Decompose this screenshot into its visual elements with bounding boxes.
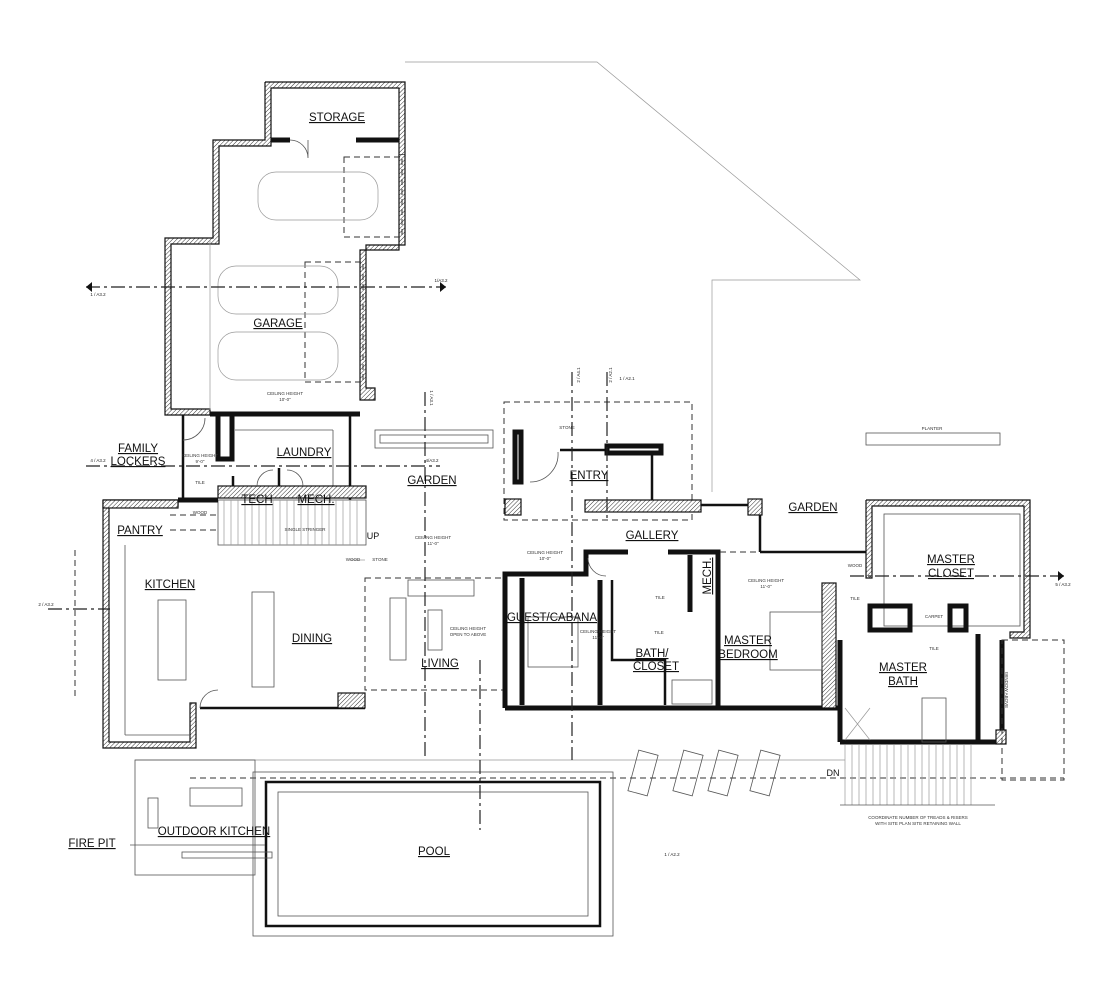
floor-material-label: WOOD bbox=[193, 510, 208, 515]
ceiling-height-notes: CEILING HEIGHT 10'-0" CEILING HEIGHT 9'-… bbox=[182, 391, 785, 640]
outdoor-kitchen bbox=[130, 759, 273, 876]
ceiling-height-label: CEILING HEIGHT bbox=[748, 578, 785, 583]
section-marker: 2 / A3.2 bbox=[38, 602, 54, 607]
ceiling-height-value: 11'-0" bbox=[592, 635, 604, 640]
section-marker: 5 / A3.2 bbox=[1055, 582, 1071, 587]
floor-material-label: TILE bbox=[850, 596, 860, 601]
ceiling-height-label: CEILING HEIGHT bbox=[527, 550, 564, 555]
floor-material-label: CARPET bbox=[925, 614, 944, 619]
room-label-master-bath: MASTER bbox=[879, 662, 927, 674]
section-marker: 2 / A4.1 bbox=[576, 367, 581, 383]
room-labels: STORAGE GARAGE FAMILY LOCKERS LAUNDRY TE… bbox=[68, 112, 975, 858]
room-label-family-lockers: FAMILY bbox=[118, 443, 158, 455]
room-label-garden: GARDEN bbox=[788, 502, 837, 514]
room-label-mech: MECH. bbox=[702, 557, 714, 594]
floor-material-label: TILE bbox=[195, 480, 205, 485]
room-label-master-bath: BATH bbox=[888, 676, 918, 688]
floor-material-label: WOOD bbox=[346, 557, 361, 562]
master-suite-block bbox=[837, 432, 1065, 781]
planter-label: PLANTER bbox=[922, 426, 944, 431]
section-marker: 1 / A2.1 bbox=[619, 376, 635, 381]
floor-material-label: STONE bbox=[559, 425, 574, 430]
ceiling-height-value: OPEN TO ABOVE bbox=[450, 632, 487, 637]
stair-down-label: DN bbox=[827, 768, 840, 778]
ceiling-height-value: 11'-0" bbox=[760, 584, 772, 589]
floor-material-label: WOOD bbox=[848, 563, 863, 568]
stairs-note: COORDINATE NUMBER OF TREADS & RISERS bbox=[868, 815, 968, 820]
room-label-master-bedroom: MASTER bbox=[724, 635, 772, 647]
section-marker: 2 / A2.1 bbox=[608, 367, 613, 383]
section-lines bbox=[48, 282, 1064, 830]
window-above-label: WINDOW ABOVE bbox=[1004, 672, 1009, 708]
floor-material-label: TILE bbox=[929, 646, 939, 651]
room-label-living: LIVING bbox=[421, 658, 459, 670]
room-label-laundry: LAUNDRY bbox=[277, 447, 332, 459]
room-label-dining: DINING bbox=[292, 633, 332, 645]
stairs-note: WITH SITE PLAN SITE RETAINING WALL bbox=[875, 821, 961, 826]
floor-material-label: STONE bbox=[372, 557, 387, 562]
room-label-master-bedroom: BEDROOM bbox=[718, 649, 777, 661]
main-stair bbox=[170, 499, 367, 546]
garage-block bbox=[164, 81, 406, 416]
room-label-gallery: GALLERY bbox=[626, 530, 679, 542]
floor-material-label: TILE bbox=[655, 595, 665, 600]
ceiling-height-value: 10'-0" bbox=[279, 397, 291, 402]
site-boundary bbox=[405, 61, 861, 492]
room-label-mech: MECH. bbox=[297, 494, 334, 506]
room-label-bath-closet: CLOSET bbox=[633, 661, 679, 673]
room-label-pantry: PANTRY bbox=[117, 525, 163, 537]
room-label-guest-cabana: GUEST/CABANA bbox=[507, 612, 597, 624]
section-marker: 1 / A3.1 bbox=[429, 390, 434, 406]
ceiling-height-label: CEILING HEIGHT bbox=[450, 626, 487, 631]
section-marker: 4/A3.2 bbox=[425, 458, 439, 463]
stair-note: SINGLE STRINGER bbox=[284, 527, 326, 532]
ceiling-height-label: CEILING HEIGHT bbox=[182, 453, 219, 458]
master-bedroom-block bbox=[718, 582, 840, 711]
section-marker: 1 / A3.2 bbox=[90, 292, 106, 297]
room-label-garage: GARAGE bbox=[253, 318, 303, 330]
room-label-outdoor-kitchen: OUTDOOR KITCHEN bbox=[158, 826, 270, 838]
ceiling-height-value: 9'-0" bbox=[196, 459, 205, 464]
room-label-fire-pit: FIRE PIT bbox=[68, 838, 115, 850]
room-label-family-lockers: LOCKERS bbox=[111, 456, 166, 468]
section-markers: 1 / A3.2 1/A3.2 4 / A3.2 4/A3.2 2 / A3.2… bbox=[38, 278, 1071, 857]
room-label-bath-closet: BATH/ bbox=[635, 648, 669, 660]
ceiling-height-label: CEILING HEIGHT bbox=[267, 391, 304, 396]
ceiling-height-value: 10'-0" bbox=[539, 556, 551, 561]
entry-block bbox=[503, 401, 763, 521]
room-label-pool: POOL bbox=[418, 846, 451, 858]
room-label-garden: GARDEN bbox=[407, 475, 456, 487]
room-label-kitchen: KITCHEN bbox=[145, 579, 195, 591]
ceiling-height-label: CEILING HEIGHT bbox=[415, 535, 452, 540]
section-marker: 1 / A2.2 bbox=[664, 852, 680, 857]
section-marker: 1/A3.2 bbox=[434, 278, 448, 283]
room-label-tech: TECH bbox=[241, 494, 272, 506]
stair-up-label: UP bbox=[367, 531, 380, 541]
annotations: UP DN SINGLE STRINGER PLANTER WINDOW ABO… bbox=[193, 425, 1009, 826]
ceiling-height-value: 11'-0" bbox=[427, 541, 439, 546]
section-marker: 4 / A3.2 bbox=[90, 458, 106, 463]
ceiling-height-label: CEILING HEIGHT bbox=[580, 629, 617, 634]
floor-material-label: TILE bbox=[654, 630, 664, 635]
room-label-master-closet: MASTER bbox=[927, 554, 975, 566]
room-label-entry: ENTRY bbox=[570, 470, 609, 482]
pool bbox=[252, 771, 614, 937]
guest-wing bbox=[502, 515, 870, 711]
service-block bbox=[181, 411, 367, 500]
room-label-master-closet: CLOSET bbox=[928, 568, 974, 580]
room-label-storage: STORAGE bbox=[309, 112, 365, 124]
